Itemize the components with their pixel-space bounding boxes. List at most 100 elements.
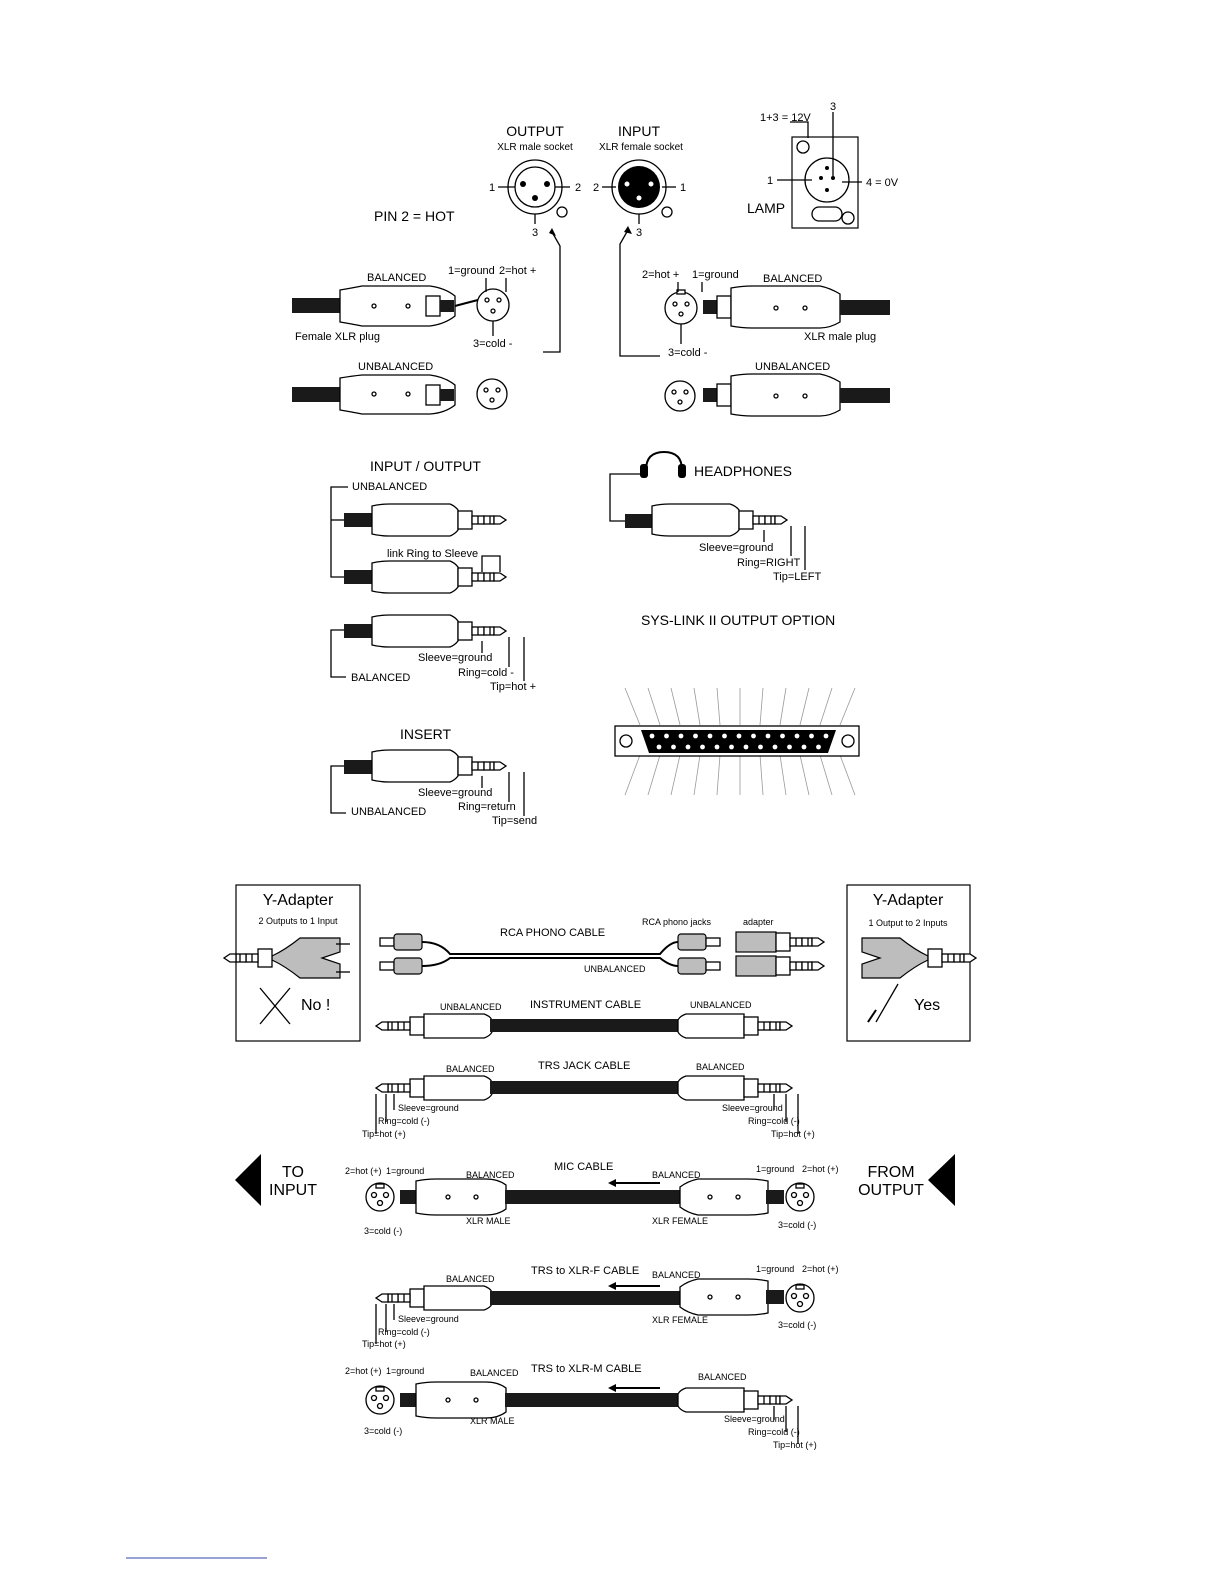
lamp-label: LAMP	[747, 200, 785, 216]
mic-xlr-male: XLR MALE	[466, 1216, 511, 1226]
plug-unbalanced-label-right: UNBALANCED	[755, 361, 830, 373]
headphones-title: HEADPHONES	[694, 463, 792, 479]
trs-xlrf-balanced-left: BALANCED	[446, 1274, 495, 1284]
female-plug-label: Female XLR plug	[295, 331, 380, 343]
rca-jacks-label: RCA phono jacks	[642, 917, 712, 927]
dsub-pin	[736, 733, 742, 739]
link-ring-label: link Ring to Sleeve	[387, 548, 478, 560]
socket-plug-links	[543, 226, 660, 357]
dsub-pin	[780, 733, 785, 739]
trs-xlrf-cable: TRS to XLR-F CABLE BALANCED BALANCED 1=g…	[362, 1264, 839, 1349]
input-title: INPUT	[618, 123, 660, 139]
trs-title: TRS JACK CABLE	[538, 1060, 630, 1072]
hp-sleeve-label: Sleeve=ground	[699, 542, 773, 554]
dsub-pin	[714, 744, 720, 750]
trs-jack-cable: TRS JACK CABLE BALANCED BALANCED Sleeve=…	[362, 1060, 815, 1139]
hot-label-right: 2=hot +	[642, 269, 679, 281]
from-output-arrow: FROM OUTPUT	[858, 1154, 955, 1206]
dsub-pin	[794, 733, 800, 739]
mic-ground-left: 1=ground	[386, 1166, 424, 1176]
mic-balanced-right: BALANCED	[652, 1170, 701, 1180]
trs-xlrf-cold: 3=cold (-)	[778, 1320, 816, 1330]
output-pin3: 3	[532, 227, 538, 239]
y-right-verdict: Yes	[914, 997, 940, 1014]
dsub-pin	[743, 744, 749, 750]
dsub-pin	[685, 744, 691, 750]
dsub-pin	[693, 733, 698, 739]
trs-xlrm-ring: Ring=cold (-)	[748, 1427, 800, 1437]
y-adapter-right-box: Y-Adapter 1 Output to 2 Inputs Yes	[846, 884, 977, 1042]
to-input-line2: INPUT	[269, 1182, 317, 1199]
lamp-pin3-label: 3	[830, 101, 836, 113]
input-pin2: 2	[593, 182, 599, 194]
y-right-title: Y-Adapter	[873, 892, 944, 909]
trs-balanced-left: BALANCED	[446, 1064, 495, 1074]
trs-xlrm-sleeve: Sleeve=ground	[724, 1414, 785, 1424]
ground-label-right: 1=ground	[692, 269, 739, 281]
io-ring-label: Ring=cold -	[458, 667, 514, 679]
trs-xlrf-title: TRS to XLR-F CABLE	[531, 1265, 639, 1277]
from-output-line2: OUTPUT	[858, 1182, 924, 1199]
insert-ring-label: Ring=return	[458, 801, 516, 813]
output-pin2: 2	[575, 182, 581, 194]
io-balanced-label: BALANCED	[351, 672, 410, 684]
dsub-pin	[707, 733, 713, 739]
dsub-pin	[700, 744, 705, 750]
trs-xlrm-hot: 2=hot (+)	[345, 1366, 382, 1376]
io-tip-label: Tip=hot +	[490, 681, 536, 693]
trs-sleeve-left: Sleeve=ground	[398, 1103, 459, 1113]
dsub-pin	[656, 744, 662, 750]
trs-xlrm-ground: 1=ground	[386, 1366, 424, 1376]
rca-unbalanced-label: UNBALANCED	[584, 964, 646, 974]
headphones-icon	[640, 450, 686, 478]
plug-balanced-label-left: BALANCED	[367, 272, 426, 284]
jack-linked	[344, 560, 507, 594]
mic-cable: MIC CABLE BALANCED BALANCED 2=hot (+) 1=…	[345, 1161, 839, 1236]
y-left-title: Y-Adapter	[263, 892, 334, 909]
dsub-pin	[722, 733, 727, 739]
xlr-output-socket: OUTPUT XLR male socket 1 2 3	[489, 123, 581, 239]
lamp-socket: 1+3 = 12V 3 1 4 = 0V LAMP	[747, 101, 899, 229]
y-left-sub: 2 Outputs to 1 Input	[258, 916, 338, 926]
instrument-unbalanced-right: UNBALANCED	[690, 1000, 752, 1010]
trs-xlrf-xlr-female: XLR FEMALE	[652, 1315, 708, 1325]
from-output-line1: FROM	[867, 1164, 914, 1181]
input-pin3: 3	[636, 227, 642, 239]
io-title: INPUT / OUTPUT	[370, 458, 481, 474]
lamp-12v-label: 1+3 = 12V	[760, 112, 811, 124]
io-sleeve-label: Sleeve=ground	[418, 652, 492, 664]
dsub-pin	[671, 744, 676, 750]
mic-title: MIC CABLE	[554, 1161, 613, 1173]
trs-ring-left: Ring=cold (-)	[378, 1116, 430, 1126]
hp-ring-label: Ring=RIGHT	[737, 557, 801, 569]
insert-tip-label: Tip=send	[492, 815, 537, 827]
mic-cold-left: 3=cold (-)	[364, 1226, 402, 1236]
male-xlr-plug-unbalanced: UNBALANCED	[664, 361, 890, 417]
mic-hot-left: 2=hot (+)	[345, 1166, 382, 1176]
dsub-pin	[751, 733, 756, 739]
rca-cable: RCA PHONO CABLE RCA phono jacks adapter …	[379, 917, 825, 977]
instrument-unbalanced-left: UNBALANCED	[440, 1002, 502, 1012]
io-unbalanced-label: UNBALANCED	[352, 481, 427, 493]
dsub-pin	[787, 744, 792, 750]
male-plug-label: XLR male plug	[804, 331, 876, 343]
y-right-sub: 1 Output to 2 Inputs	[868, 918, 948, 928]
hp-tip-label: Tip=LEFT	[773, 571, 821, 583]
dsub-pin	[649, 733, 655, 739]
hot-label-left: 2=hot +	[499, 265, 536, 277]
syslink-title: SYS-LINK II OUTPUT OPTION	[641, 612, 835, 628]
to-input-line1: TO	[282, 1164, 304, 1181]
trs-xlrf-tip: Tip=hot (+)	[362, 1339, 406, 1349]
pin2-hot-label: PIN 2 = HOT	[374, 208, 455, 224]
input-pin1: 1	[680, 182, 686, 194]
trs-sleeve-right: Sleeve=ground	[722, 1103, 783, 1113]
trs-xlrf-ground: 1=ground	[756, 1264, 794, 1274]
trs-xlrm-title: TRS to XLR-M CABLE	[531, 1363, 642, 1375]
mic-hot-right: 2=hot (+)	[802, 1164, 839, 1174]
trs-xlrm-cold: 3=cold (-)	[364, 1426, 402, 1436]
balanced-bracket	[330, 629, 346, 678]
dsub-pin	[729, 744, 734, 750]
trs-xlrf-sleeve: Sleeve=ground	[398, 1314, 459, 1324]
dsub-pin	[823, 733, 829, 739]
mic-cold-right: 3=cold (-)	[778, 1220, 816, 1230]
